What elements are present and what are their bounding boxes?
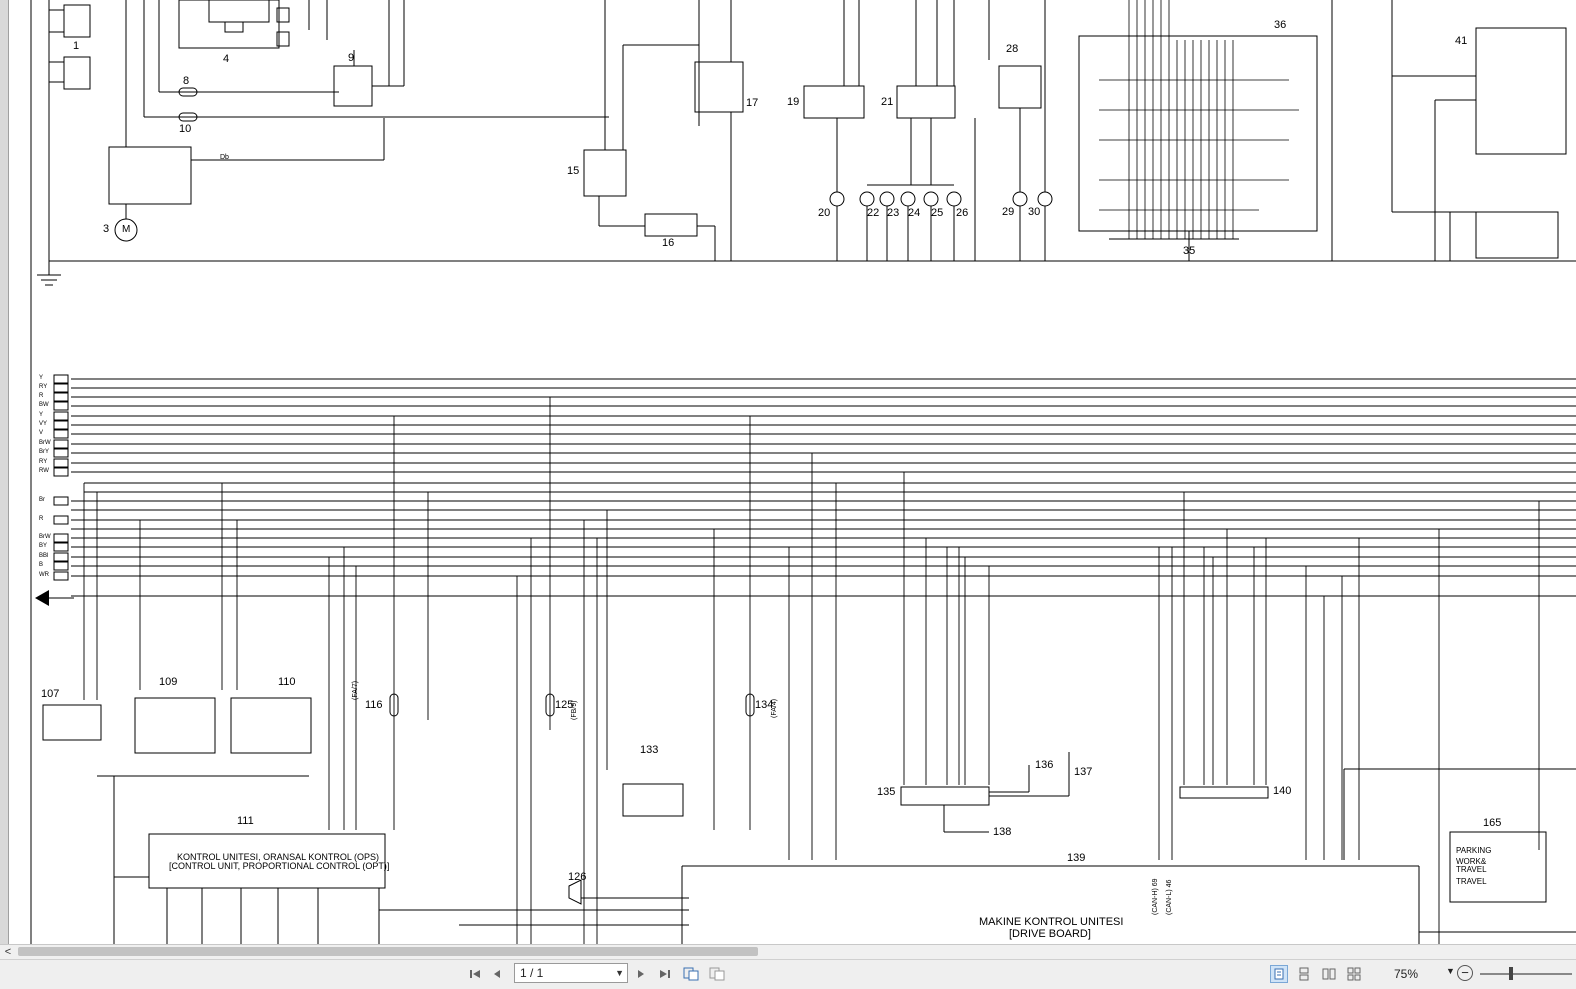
zoom-out-icon[interactable]: − (1457, 965, 1473, 981)
status-bar: 1 / 1 ▼ 75% ▼ − (0, 959, 1576, 989)
component-label-29: 29 (1002, 206, 1015, 218)
switch-label-travel: TRAVEL (1456, 865, 1487, 874)
left-panel-edge[interactable] (0, 0, 9, 944)
document-page: 1 3 4 8 9 10 15 16 17 19 20 21 22 23 24 … (9, 0, 1576, 944)
component-label-8: 8 (183, 75, 190, 87)
page-number-field[interactable]: 1 / 1 ▼ (514, 963, 628, 983)
single-page-view-icon[interactable] (1270, 965, 1288, 983)
bus-label: BrY (39, 449, 50, 455)
component-label-16: 16 (662, 237, 675, 249)
component-label-138: 138 (993, 826, 1012, 838)
next-page-icon[interactable] (632, 965, 650, 983)
horizontal-scrollbar[interactable]: < (0, 944, 1576, 959)
switch-label-travel2: TRAVEL (1456, 877, 1487, 886)
control-unit-title-en: [CONTROL UNIT, PROPORTIONAL CONTROL (OPT… (169, 861, 390, 871)
zoom-level[interactable]: 75% (1394, 967, 1419, 981)
switch-label-work: WORK& (1456, 857, 1487, 866)
component-label-24: 24 (908, 207, 921, 219)
component-label-10: 10 (179, 123, 192, 135)
component-label-26: 26 (956, 207, 969, 219)
component-label-36: 36 (1274, 19, 1287, 31)
component-label-9: 9 (348, 52, 355, 64)
component-label-137: 137 (1074, 766, 1093, 778)
component-label-23: 23 (887, 207, 900, 219)
component-label-4: 4 (223, 53, 230, 65)
component-label-111: 111 (237, 815, 254, 827)
control-unit-title-tr: KONTROL UNITESI, ORANSAL KONTROL (OPS) (177, 852, 380, 862)
two-page-continuous-icon[interactable] (1345, 965, 1363, 983)
connector-ref: (FA/7) (352, 680, 359, 700)
bus-label: VY (39, 421, 48, 427)
connector-ref: (CAN-L) 46 (1166, 879, 1173, 915)
motor-label: M (122, 224, 131, 235)
chevron-down-icon[interactable]: ▼ (615, 968, 624, 978)
component-label-140: 140 (1273, 785, 1292, 797)
component-label-19: 19 (787, 96, 800, 108)
drive-board-title-en: [DRIVE BOARD] (1009, 928, 1091, 940)
component-label-116: 116 (365, 699, 383, 711)
wiring-schematic (30, 0, 1576, 944)
bus-label: BrW (39, 440, 51, 446)
bus-label: BW (39, 402, 49, 408)
component-label-3: 3 (103, 223, 110, 235)
component-label-21: 21 (881, 96, 894, 108)
last-page-icon[interactable] (656, 965, 674, 983)
component-label-20: 20 (818, 207, 831, 219)
drive-board-title-tr: MAKINE KONTROL UNITESI (979, 916, 1124, 928)
bus-label: BY (39, 543, 48, 549)
bus-label: Y (39, 375, 44, 381)
bus-label: BBl (39, 553, 49, 559)
component-label-109: 109 (159, 676, 178, 688)
component-label-135: 135 (877, 786, 896, 798)
prev-page-icon[interactable] (488, 965, 506, 983)
bus-label: RY (39, 384, 48, 390)
bus-label: Br (39, 497, 45, 503)
scroll-thumb[interactable] (18, 947, 758, 956)
bus-label: V (39, 430, 44, 436)
component-label-133: 133 (640, 744, 659, 756)
zoom-slider-thumb[interactable] (1509, 967, 1513, 980)
bus-label: Y (39, 412, 44, 418)
switch-label-parking: PARKING (1456, 846, 1492, 855)
component-label-139: 139 (1067, 852, 1086, 864)
bus-label: R (39, 393, 44, 399)
page-indicator: 1 / 1 (520, 966, 544, 980)
zoom-dropdown-icon[interactable]: ▼ (1446, 966, 1455, 976)
connector-ref: (FB/9) (571, 700, 578, 720)
component-label-17: 17 (746, 97, 759, 109)
component-label-1: 1 (73, 40, 80, 52)
bus-label: RY (39, 459, 48, 465)
two-page-view-icon[interactable] (1320, 965, 1338, 983)
component-label-110: 110 (278, 676, 296, 688)
component-label-30: 30 (1028, 206, 1041, 218)
component-label-134: 134 (755, 699, 774, 711)
first-page-icon[interactable] (466, 965, 484, 983)
connector-ref: (CAN-H) 69 (1152, 878, 1159, 915)
component-label-15: 15 (567, 165, 580, 177)
component-label-35: 35 (1183, 245, 1196, 257)
connector-ref: (FA/4) (771, 698, 778, 718)
component-label-28: 28 (1006, 43, 1019, 55)
component-label-22: 22 (867, 207, 880, 219)
continuous-view-icon[interactable] (1295, 965, 1313, 983)
bus-label: B (39, 562, 44, 568)
component-label-126: 126 (568, 871, 587, 883)
scroll-left-arrow[interactable]: < (4, 946, 12, 958)
bus-label: BrW (39, 534, 51, 540)
component-label-41: 41 (1455, 35, 1468, 47)
component-label-125: 125 (555, 699, 574, 711)
previous-view-icon[interactable] (682, 965, 700, 983)
component-label-25: 25 (931, 207, 944, 219)
component-label-136: 136 (1035, 759, 1054, 771)
zoom-slider-track[interactable] (1480, 973, 1572, 975)
component-label-165: 165 (1483, 817, 1502, 829)
bus-label: RW (39, 468, 49, 474)
next-view-icon[interactable] (708, 965, 726, 983)
component-label-107: 107 (41, 688, 60, 700)
bus-label: WR (39, 572, 49, 578)
ground-label: Db (220, 154, 229, 161)
bus-label: R (39, 516, 44, 522)
